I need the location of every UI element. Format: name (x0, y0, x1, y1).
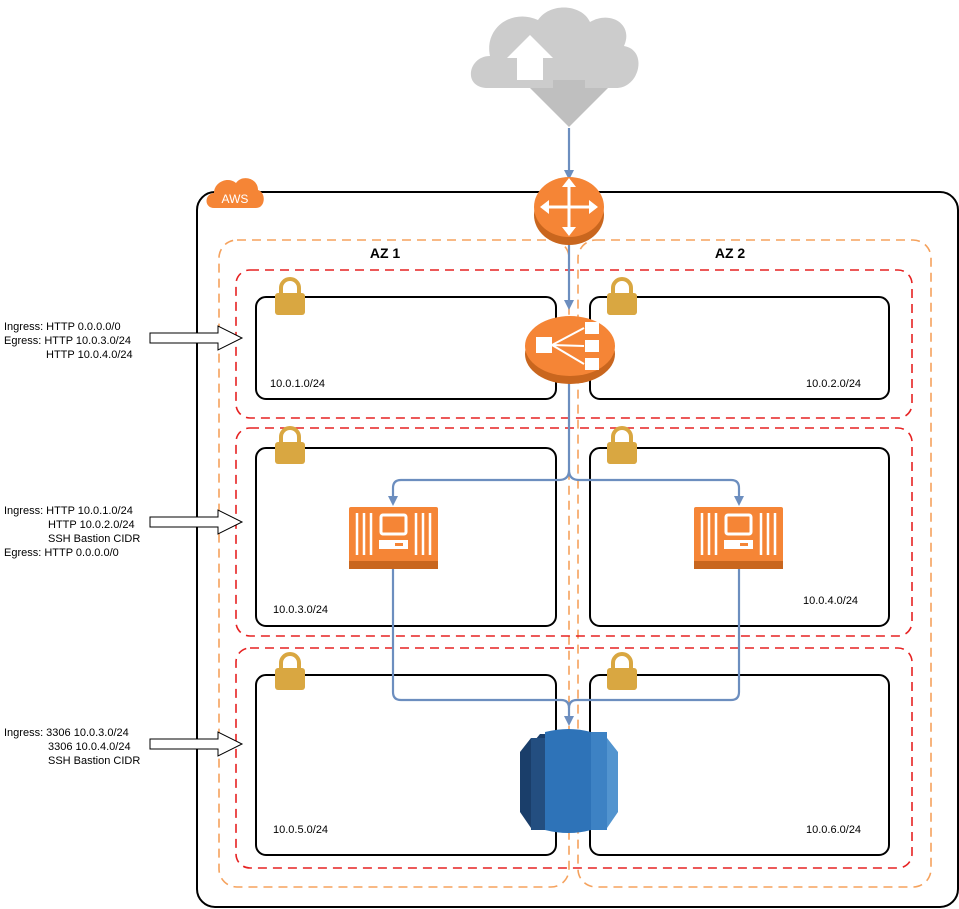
internet-gateway-icon (534, 177, 604, 245)
subnet-cidr-label: 10.0.2.0/24 (806, 378, 861, 390)
ec2-instance-icon (347, 505, 440, 571)
security-rule-annotation: Ingress: HTTP 0.0.0.0/0 Egress: HTTP 10.… (4, 321, 243, 361)
aws-badge-label: AWS (222, 192, 249, 206)
rule-text: SSH Bastion CIDR (48, 755, 140, 767)
ec2-instance-icon (692, 505, 785, 571)
aws-cloud-badge: AWS (206, 178, 264, 208)
rule-text: Ingress: HTTP 10.0.1.0/24 (4, 505, 133, 517)
lock-icon (273, 277, 307, 317)
az-1-label: AZ 1 (370, 245, 401, 261)
rule-text: HTTP 10.0.4.0/24 (46, 349, 133, 361)
lock-icon (605, 426, 639, 466)
security-rule-annotation: Ingress: HTTP 10.0.1.0/24 HTTP 10.0.2.0/… (4, 505, 243, 559)
availability-zone-1 (218, 239, 570, 888)
lock-icon (605, 652, 639, 692)
app-subnet-group (235, 427, 913, 637)
rule-text: Egress: HTTP 10.0.3.0/24 (4, 335, 131, 347)
rule-text: Egress: HTTP 0.0.0.0/0 (4, 547, 119, 559)
subnet-box (255, 447, 557, 627)
rule-text: SSH Bastion CIDR (48, 533, 140, 545)
rule-text: Ingress: HTTP 0.0.0.0/0 (4, 321, 121, 333)
lock-icon (605, 277, 639, 317)
rule-text: 3306 10.0.4.0/24 (48, 741, 131, 753)
lock-icon (273, 652, 307, 692)
lock-icon (273, 426, 307, 466)
availability-zone-2 (577, 239, 932, 888)
rule-text: HTTP 10.0.2.0/24 (48, 519, 135, 531)
subnet-cidr-label: 10.0.5.0/24 (273, 824, 328, 836)
rule-text: Ingress: 3306 10.0.3.0/24 (4, 727, 129, 739)
traffic-flow-lines (388, 128, 744, 726)
subnet-cidr-label: 10.0.4.0/24 (803, 595, 858, 607)
load-balancer-icon (525, 316, 615, 384)
subnet-cidr-label: 10.0.6.0/24 (806, 824, 861, 836)
subnet-cidr-label: 10.0.1.0/24 (270, 378, 325, 390)
internet-cloud-icon (470, 7, 639, 127)
db-subnet-group (235, 647, 913, 869)
public-subnet-group (235, 269, 913, 419)
security-rule-annotation: Ingress: 3306 10.0.3.0/24 3306 10.0.4.0/… (4, 727, 243, 767)
subnet-cidr-label: 10.0.3.0/24 (273, 604, 328, 616)
az-2-label: AZ 2 (715, 245, 746, 261)
rds-database-icon (520, 729, 618, 833)
